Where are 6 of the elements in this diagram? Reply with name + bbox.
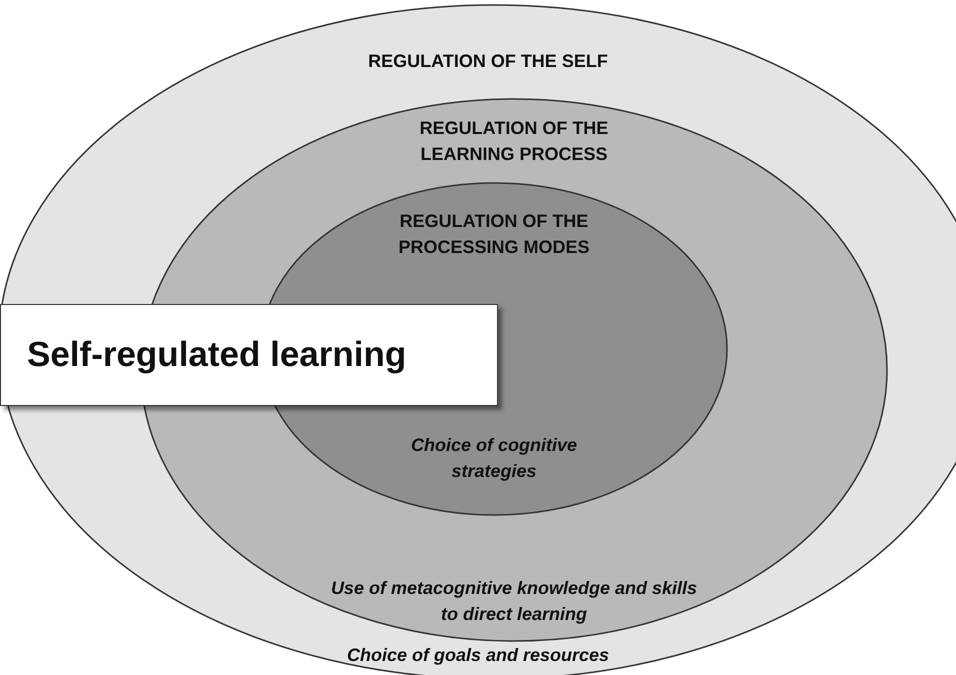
level-heading: REGULATION OF THE SELF (367, 50, 609, 73)
level-heading: REGULATION OF THE LEARNING PROCESS (418, 117, 610, 166)
level-description: Choice of cognitive strategies (410, 434, 578, 483)
level-heading: REGULATION OF THE PROCESSING MODES (397, 210, 591, 259)
level-description: Choice of goals and resources (346, 644, 610, 667)
level-description: Use of metacognitive knowledge and skills to direct learning (330, 577, 698, 626)
